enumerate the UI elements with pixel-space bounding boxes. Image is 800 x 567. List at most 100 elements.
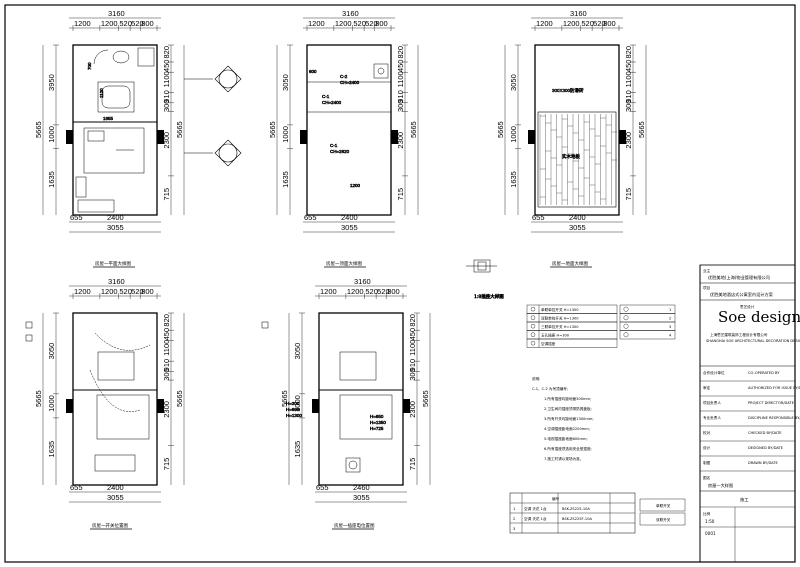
dim-top-seg: 800 (387, 287, 400, 296)
general-notes: 说明:C-1、C-2 为吊顶编号;1.所有插座均距地面300mm;2.卫生间内插… (532, 376, 594, 461)
dim-bottom-mid: 2400 (569, 213, 586, 222)
tb-company-cn: 上海思艺建筑装饰工程设计有限公司 (710, 332, 768, 337)
tb-project-label: 项目 (703, 285, 710, 290)
dim-bottom-total: 3055 (353, 493, 370, 502)
dim-top-seg: 1200 (101, 287, 118, 296)
dim-bottom-mid: 2400 (107, 483, 124, 492)
dim-top-seg: 520 (119, 19, 132, 28)
dim-left-outer: 5665 (280, 390, 289, 407)
dim-right-seg: 910 (162, 90, 171, 103)
dim-right-seg: 450 (162, 60, 171, 73)
tb-drawing-title: 房屋一大样图 (708, 482, 733, 489)
dim-right-seg: 2300 (408, 401, 417, 418)
legend-symbol-icon (623, 306, 629, 312)
column-block (619, 130, 626, 144)
legend-label: 双联单控开关 H=1300 (541, 316, 579, 321)
dim-left-outer: 5665 (34, 390, 43, 407)
plan2-ceiling-label: C-1 (330, 143, 338, 148)
plan-caption: 房屋一插座电位置图 (334, 522, 375, 529)
dim-left-outer: 5665 (268, 121, 277, 138)
legend-symbol-icon (530, 341, 536, 346)
dim-top-seg: 1200 (308, 19, 325, 28)
dim-left-seg: 1000 (47, 126, 56, 143)
tb-scale-label: 比例 (703, 511, 711, 516)
plan5-height-label: H=300 (286, 401, 300, 406)
plan2-ceiling-label: CH=2400 (322, 100, 342, 105)
legend-symbol-icon (623, 332, 629, 338)
dim-right-outer: 5665 (175, 121, 184, 138)
dim-top-seg: 1200 (563, 19, 580, 28)
tb-company-en: SHANGHAI SOE ARCHITECTURAL DECORATION DE… (706, 339, 800, 343)
plan2-ceiling-label: CH=2400 (340, 80, 360, 85)
dim-bottom-inner: 655 (304, 213, 317, 222)
tb-row-label: 项目负责人 (703, 400, 721, 405)
dim-left-seg: 1635 (281, 171, 290, 188)
table-cell: 1 (513, 507, 515, 511)
plan3-floor: 300X300防滑砖 实木地板 (534, 44, 620, 216)
plan2-ceiling-label: C-1 (322, 94, 330, 99)
dim-top-seg: 1200 (101, 19, 118, 28)
plan5-height-label: H=725 (370, 426, 384, 431)
dim-bottom-total: 3055 (107, 223, 124, 232)
dim-right-seg: 715 (396, 188, 405, 201)
dim-right-seg: 450 (396, 60, 405, 73)
dim-left-outer: 5665 (34, 121, 43, 138)
elevation-markers (184, 65, 242, 167)
plan5-height-label: H=1350 (370, 420, 386, 425)
dim-right-seg: 910 (408, 359, 417, 372)
tb-client: 优胜美地(上海)物业管理有限公司 (708, 274, 770, 281)
legend-row (619, 330, 676, 340)
plan2-ceiling-label: CH=2620 (330, 149, 350, 154)
dim-right-seg: 910 (162, 359, 171, 372)
socket-detail-caption: 1:8插座大样图 (474, 293, 504, 300)
dim-right-outer: 5665 (421, 390, 430, 407)
tb-row-en: CHECKED BY/DATE (748, 431, 782, 435)
legend-box (639, 512, 686, 526)
table-cell: 空调 天花 1台 (524, 506, 547, 511)
dim-right-seg: 2300 (396, 132, 405, 149)
plan2-ceiling: C-2 CH=2400 C-1 CH=2400 C-1 CH=2620 600 … (306, 44, 392, 216)
dim-top-seg: 1200 (536, 19, 553, 28)
note-line: 7.施工时请以现场为准。 (544, 456, 583, 461)
dim-top-total: 3160 (354, 277, 371, 286)
tb-row-en: PROJECT DIRECTOR/DATE (748, 401, 795, 405)
dim-left-seg: 3050 (47, 343, 56, 360)
plan5-height-label: H=1300 (286, 413, 302, 418)
title-block: 业主优胜美地(上海)物业管理有限公司项目优胜美地酒店式公寓室内设计方案思艺设计S… (700, 268, 800, 562)
legend-count: 4 (669, 334, 672, 338)
column-block (312, 399, 319, 413)
dim-right-outer: 5665 (637, 121, 646, 138)
tb-sheet-no: 0001 (705, 531, 716, 536)
dim-top-total: 3160 (108, 277, 125, 286)
legend-label: 空调插座 (541, 341, 556, 346)
tb-row-en: DRAWN BY/DATE (748, 461, 779, 465)
dim-right-seg: 910 (396, 90, 405, 103)
dim-left-seg: 1635 (47, 441, 56, 458)
tb-row-label: 设计 (703, 445, 711, 450)
dim-bottom-inner: 655 (70, 213, 83, 222)
dim-left-seg: 1000 (281, 126, 290, 143)
note-line: 2.卫生间内插座须带防溅盖板; (544, 406, 592, 411)
legend-count: 3 (669, 325, 671, 329)
dim-bottom-mid: 2400 (107, 213, 124, 222)
tb-phase: 施工 (740, 496, 748, 503)
dim-top-total: 3160 (570, 9, 587, 18)
dim-top-seg: 1200 (320, 287, 337, 296)
note-line: C-1、C-2 为吊顶编号; (532, 386, 568, 391)
plan1-label: 1120 (99, 88, 104, 98)
column-block (66, 399, 73, 413)
dim-top-seg: 800 (375, 19, 388, 28)
note-line: 5.电视插座距地面600mm; (544, 436, 588, 441)
table-cell: 2 (513, 517, 515, 521)
dim-right-seg: 450 (162, 328, 171, 341)
dim-top-seg: 800 (141, 19, 154, 28)
dim-right-seg: 300 (162, 368, 171, 381)
dim-left-outer: 5665 (496, 121, 505, 138)
plan2-ceiling-label: 1200 (350, 183, 361, 188)
dim-right-seg: 300 (162, 100, 171, 113)
